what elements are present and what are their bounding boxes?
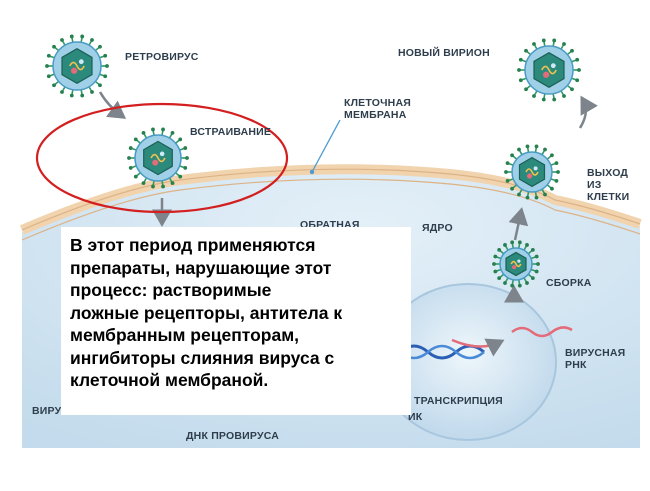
new-virion-particle — [517, 38, 581, 102]
label-cell-exit: ВЫХОД ИЗ КЛЕТКИ — [587, 167, 630, 203]
label-retrovirus: РЕТРОВИРУС — [125, 51, 199, 63]
label-viral-rna: ВИРУСНАЯ РНК — [565, 347, 626, 371]
label-integration: ВСТРАИВАНИЕ — [190, 126, 272, 138]
arrow-to-rna — [451, 338, 505, 357]
label-ik-partial: ИК — [408, 411, 423, 423]
integrating-virus-particle — [127, 127, 189, 189]
label-new-virion: НОВЫЙ ВИРИОН — [398, 47, 490, 59]
highlight-ring — [35, 102, 289, 214]
label-nucleus: ЯДРО — [422, 222, 453, 234]
membrane-leader — [311, 119, 341, 173]
callout-box: В этот период применяются препараты, нар… — [61, 227, 411, 415]
viral-rna-strand — [511, 326, 573, 338]
callout-text: В этот период применяются препараты, нар… — [70, 235, 343, 390]
retrovirus-particle — [45, 34, 109, 98]
arrow-to-new-virion — [578, 95, 598, 129]
arrow-to-exit — [508, 207, 529, 241]
label-transcription: ТРАНСКРИПЦИЯ — [414, 395, 503, 407]
arrow-entry — [98, 91, 127, 119]
budding-virus-particle — [504, 144, 560, 200]
label-provirus-dna: ДНК ПРОВИРУСА — [186, 430, 279, 442]
label-cell-membrane: КЛЕТОЧНАЯ МЕМБРАНА — [344, 97, 411, 121]
assembly-virus-particle — [492, 240, 540, 288]
label-assembly: СБОРКА — [546, 277, 592, 289]
